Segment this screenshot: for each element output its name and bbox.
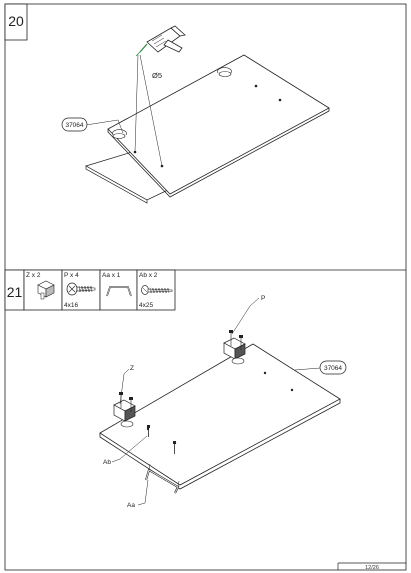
part-qty-label: P x 4: [64, 272, 79, 279]
step-20: 20: [4, 3, 330, 204]
corner-bracket-icon: [37, 280, 55, 300]
step-21: 21 Z x 2 P x 4 4x1: [4, 269, 347, 509]
screw-icon: [173, 441, 176, 454]
callout-label: Aa: [127, 502, 135, 509]
part-qty-label: Aa x 1: [102, 272, 121, 279]
screw-icon: [141, 285, 173, 295]
callout-label: Z: [130, 365, 134, 372]
handle-icon: [106, 286, 132, 297]
part-qty-label: Z x 2: [26, 272, 41, 279]
hole-diameter-label: Ø5: [152, 71, 162, 80]
step-number: 20: [8, 13, 24, 29]
callout-label: P: [261, 295, 265, 302]
callout-label: Ab: [103, 459, 111, 466]
corner-bracket-icon: [113, 392, 136, 428]
drill-icon: [135, 25, 186, 57]
part-size-label: 4x16: [64, 302, 78, 309]
panel-code-label: 37064: [65, 122, 83, 129]
page-number: 12/26: [365, 565, 379, 571]
corner-bracket-icon: [223, 330, 246, 365]
panel-code-badge: [61, 117, 88, 132]
step-number-box: [4, 3, 28, 41]
panel-code-badge: [319, 360, 347, 375]
drill-guide-line: [134, 54, 139, 153]
bottom-panel: [99, 343, 341, 490]
part-qty-label: Ab x 2: [139, 272, 158, 279]
parts-table: Z x 2 P x 4 4x16 Aa x 1: [23, 269, 176, 311]
handle-icon: [145, 463, 180, 494]
screw-icon: [66, 282, 96, 296]
panel-code-label: 37064: [324, 365, 342, 372]
step-number: 21: [7, 284, 23, 300]
screw-icon: [147, 425, 150, 437]
drill-guide-line: [139, 54, 163, 167]
part-size-label: 4x25: [139, 302, 153, 309]
